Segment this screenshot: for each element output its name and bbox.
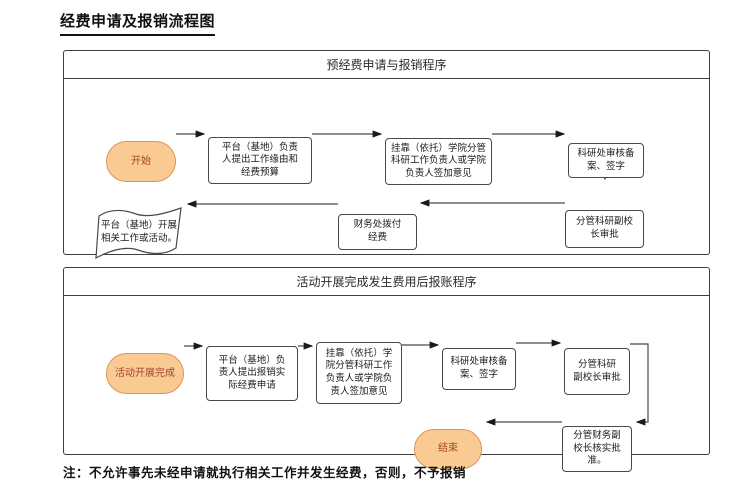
document-carry-out-label: 平台（基地）开展 相关工作或活动。	[100, 220, 177, 244]
process-propose-budget: 平台（基地）负责 人提出工作缘由和 经费预算	[208, 137, 312, 184]
document-carry-out-shape	[95, 207, 182, 260]
process-vp-finance-verify: 分管财务副 校长核实批 准。	[562, 426, 632, 472]
process-vp-research-approve2: 分管科研 副校长审批	[564, 348, 630, 395]
start-node: 开始	[106, 141, 176, 182]
end-node: 结束	[414, 429, 482, 469]
section-reimbursement: 活动开展完成发生费用后报账程序 活动开展完成 平台（基地）负 责人提出报销实 际…	[63, 267, 710, 472]
start-node-activity-done: 活动开展完成	[106, 353, 184, 394]
process-research-office-review2: 科研处审核备 案、签字	[442, 348, 516, 390]
process-finance-allocate: 财务处拨付 经费	[338, 214, 417, 250]
section1-body: 开始 平台（基地）负责 人提出工作缘由和 经费预算 挂靠（依托）学院分管 科研工…	[64, 79, 709, 260]
section2-body: 活动开展完成 平台（基地）负 责人提出报销实 际经费申请 挂靠（依托）学 院分管…	[64, 296, 709, 472]
process-college-sign-opinion: 挂靠（依托）学院分管 科研工作负责人或学院 负责人签加意见	[385, 138, 492, 185]
section-pre-application: 预经费申请与报销程序 开始 平台（基地）负责 人提出工作缘由和 经费预算 挂靠（…	[63, 50, 710, 260]
section2-header: 活动开展完成发生费用后报账程序	[64, 268, 709, 296]
process-college-sign-opinion2: 挂靠（依托）学 院分管科研工作 负责人或学院负 责人签加意见	[316, 342, 402, 404]
process-vp-research-approve: 分管科研副校 长审批	[565, 210, 644, 248]
page-title: 经费申请及报销流程图	[60, 10, 216, 36]
process-research-office-review: 科研处审核备 案、签字	[568, 143, 644, 178]
connector-vp-to-vpfinance	[630, 343, 649, 426]
section1-header: 预经费申请与报销程序	[64, 51, 709, 79]
footnote: 注：不允许事先未经申请就执行相关工作并发生经费，否则，不予报销	[63, 465, 467, 480]
process-propose-reimbursement: 平台（基地）负 责人提出报销实 际经费申请	[206, 346, 298, 401]
